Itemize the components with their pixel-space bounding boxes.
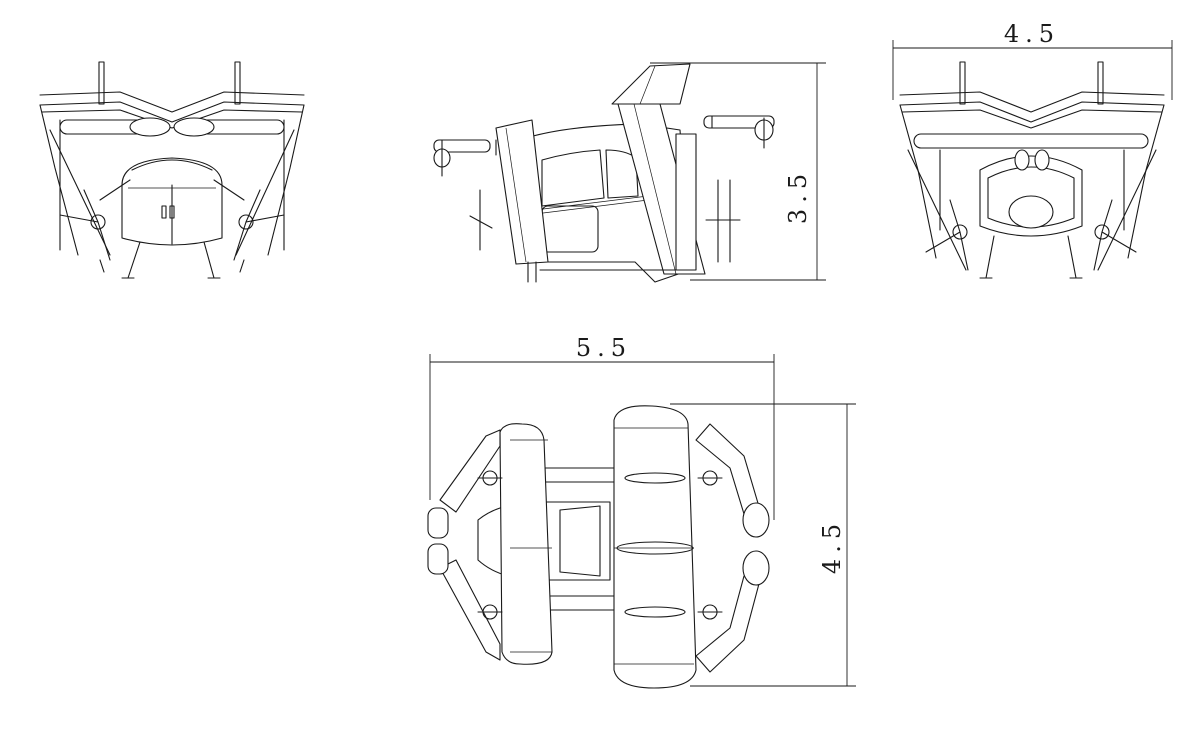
top-length-dimension: 5.5 (429, 334, 775, 520)
rear-width-dimension: 4.5 (892, 20, 1173, 100)
top-view (427, 405, 770, 689)
side-view (433, 63, 775, 283)
rear-view (899, 61, 1165, 279)
top-length-dimension-label: 5.5 (576, 334, 632, 362)
top-width-dimension-label: 4.5 (818, 518, 846, 574)
front-view (39, 61, 305, 279)
rear-width-dimension-label: 4.5 (1004, 20, 1060, 48)
height-dimension: 3.5 (650, 62, 826, 281)
top-width-dimension: 4.5 (670, 403, 856, 687)
height-dimension-label: 3.5 (784, 168, 812, 224)
